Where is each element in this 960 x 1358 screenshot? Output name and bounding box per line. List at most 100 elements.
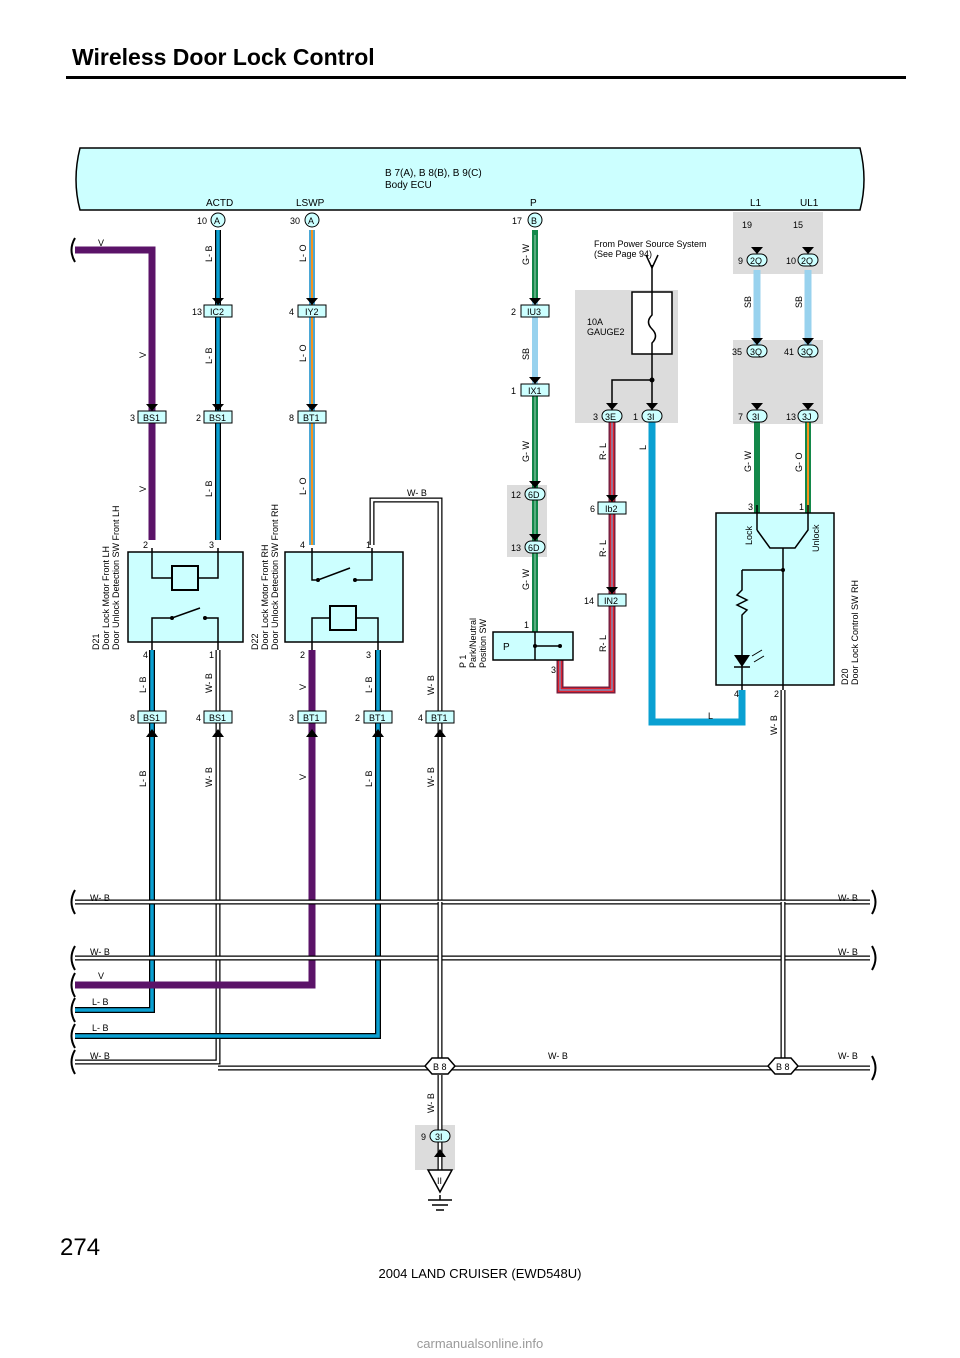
svg-text:R- L: R- L — [598, 443, 608, 460]
svg-text:W- B: W- B — [838, 1051, 858, 1061]
svg-text:3I: 3I — [647, 412, 655, 422]
wire-v-lh — [75, 246, 156, 540]
d20-name: Door Lock Control SW RH — [850, 580, 860, 685]
p1-contact-label: P — [503, 642, 510, 653]
svg-text:2Q: 2Q — [801, 256, 813, 266]
svg-text:3J: 3J — [802, 412, 812, 422]
pin-13b: 13 — [786, 412, 796, 422]
ecu-pin-ul1: UL1 — [800, 198, 819, 209]
svg-text:W- B: W- B — [769, 715, 779, 735]
ecu-pin-l1: L1 — [750, 198, 762, 209]
wire-lb-d22 — [75, 650, 380, 1038]
svg-text:L: L — [708, 711, 713, 721]
pin-8a: 8 — [289, 413, 294, 423]
pin-30: 30 — [290, 216, 300, 226]
svg-text:BS1: BS1 — [209, 713, 226, 723]
svg-text:W- B: W- B — [426, 1093, 436, 1113]
bus-wb-drops — [438, 902, 785, 1060]
svg-text:G- W: G- W — [521, 244, 531, 265]
svg-text:3: 3 — [748, 502, 753, 512]
svg-text:2Q: 2Q — [750, 256, 762, 266]
pin-2b: 2 — [196, 413, 201, 423]
svg-text:L- O: L- O — [298, 344, 308, 362]
svg-text:3E: 3E — [605, 412, 616, 422]
d21-name-1: Door Lock Motor Front LH — [101, 546, 111, 650]
svg-text:BT1: BT1 — [369, 713, 386, 723]
pin-2a: 2 — [511, 307, 516, 317]
pin-17: 17 — [512, 216, 522, 226]
d22-id: D22 — [250, 633, 260, 650]
svg-text:G- W: G- W — [521, 569, 531, 590]
svg-text:V: V — [138, 352, 148, 358]
svg-text:G- W: G- W — [743, 451, 753, 472]
svg-text:L- B: L- B — [204, 480, 214, 497]
pin-35: 35 — [732, 347, 742, 357]
power-source-1: From Power Source System — [594, 239, 707, 249]
wire-labels: V V V L- B L- B L- B L- O L- O L- O G- W… — [90, 238, 858, 1113]
svg-text:B: B — [531, 216, 537, 226]
svg-text:B 8: B 8 — [776, 1062, 790, 1072]
fuse-gauge2 — [611, 254, 673, 410]
svg-text:R- L: R- L — [598, 540, 608, 557]
svg-text:L- B: L- B — [92, 1023, 109, 1033]
svg-text:SB: SB — [794, 296, 804, 308]
svg-text:V: V — [98, 971, 104, 981]
pin-8b: 8 — [130, 713, 135, 723]
svg-text:BT1: BT1 — [303, 713, 320, 723]
footer-model: 2004 LAND CRUISER (EWD548U) — [378, 1266, 582, 1281]
watermark: carmanualsonline.info — [416, 1336, 544, 1351]
svg-text:3: 3 — [366, 650, 371, 660]
wire-wb-d22 — [370, 498, 442, 715]
pin-13a: 13 — [192, 307, 202, 317]
svg-text:1: 1 — [366, 540, 371, 550]
pin-4a: 4 — [289, 307, 294, 317]
svg-text:1: 1 — [209, 650, 214, 660]
d20-id: D20 — [840, 668, 850, 685]
wire-rl-stripe — [559, 420, 613, 691]
pin-13c: 13 — [511, 543, 521, 553]
svg-text:W- B: W- B — [90, 947, 110, 957]
svg-text:L- B: L- B — [204, 245, 214, 262]
ecu-terminals: A A B — [210, 212, 543, 228]
page-title: Wireless Door Lock Control — [72, 44, 375, 70]
b8-junctions: B 8 B 8 — [424, 1057, 799, 1075]
svg-text:W- B: W- B — [204, 767, 214, 787]
page-number: 274 — [60, 1234, 101, 1261]
svg-text:SB: SB — [521, 348, 531, 360]
svg-text:BT1: BT1 — [303, 413, 320, 423]
svg-text:IN2: IN2 — [604, 596, 618, 606]
svg-text:L- B: L- B — [364, 770, 374, 787]
svg-text:2: 2 — [774, 689, 779, 699]
ecu-pin-p: P — [530, 198, 537, 209]
pin-41: 41 — [784, 347, 794, 357]
svg-text:R- L: R- L — [598, 635, 608, 652]
pin-10b: 10 — [786, 256, 796, 266]
svg-text:W- B: W- B — [204, 673, 214, 693]
svg-text:3Q: 3Q — [750, 347, 762, 357]
fuse-amp: 10A — [587, 317, 603, 327]
body-ecu-box — [75, 147, 865, 211]
svg-text:L- B: L- B — [364, 676, 374, 693]
svg-text:A: A — [308, 216, 314, 226]
p1-name-2: Position SW — [478, 618, 488, 668]
svg-text:W- B: W- B — [548, 1051, 568, 1061]
p1-name-1: Park/Neutral — [468, 618, 478, 668]
ecu-label-1: B 7(A), B 8(B), B 9(C) — [385, 168, 482, 179]
svg-text:BS1: BS1 — [143, 413, 160, 423]
svg-text:BS1: BS1 — [143, 713, 160, 723]
pin-12: 12 — [511, 490, 521, 500]
svg-text:L- B: L- B — [138, 676, 148, 693]
svg-text:IU3: IU3 — [527, 307, 541, 317]
svg-text:BS1: BS1 — [209, 413, 226, 423]
svg-text:W- B: W- B — [407, 488, 427, 498]
svg-text:6D: 6D — [528, 543, 540, 553]
ground-label: II — [437, 1176, 442, 1186]
pin-9: 9 — [738, 256, 743, 266]
svg-text:1: 1 — [524, 620, 529, 630]
p1-id: P 1 — [458, 655, 468, 668]
wire-l-ill — [648, 420, 746, 726]
d21-component — [127, 548, 244, 650]
svg-text:W- B: W- B — [426, 767, 436, 787]
svg-text:SB: SB — [743, 296, 753, 308]
